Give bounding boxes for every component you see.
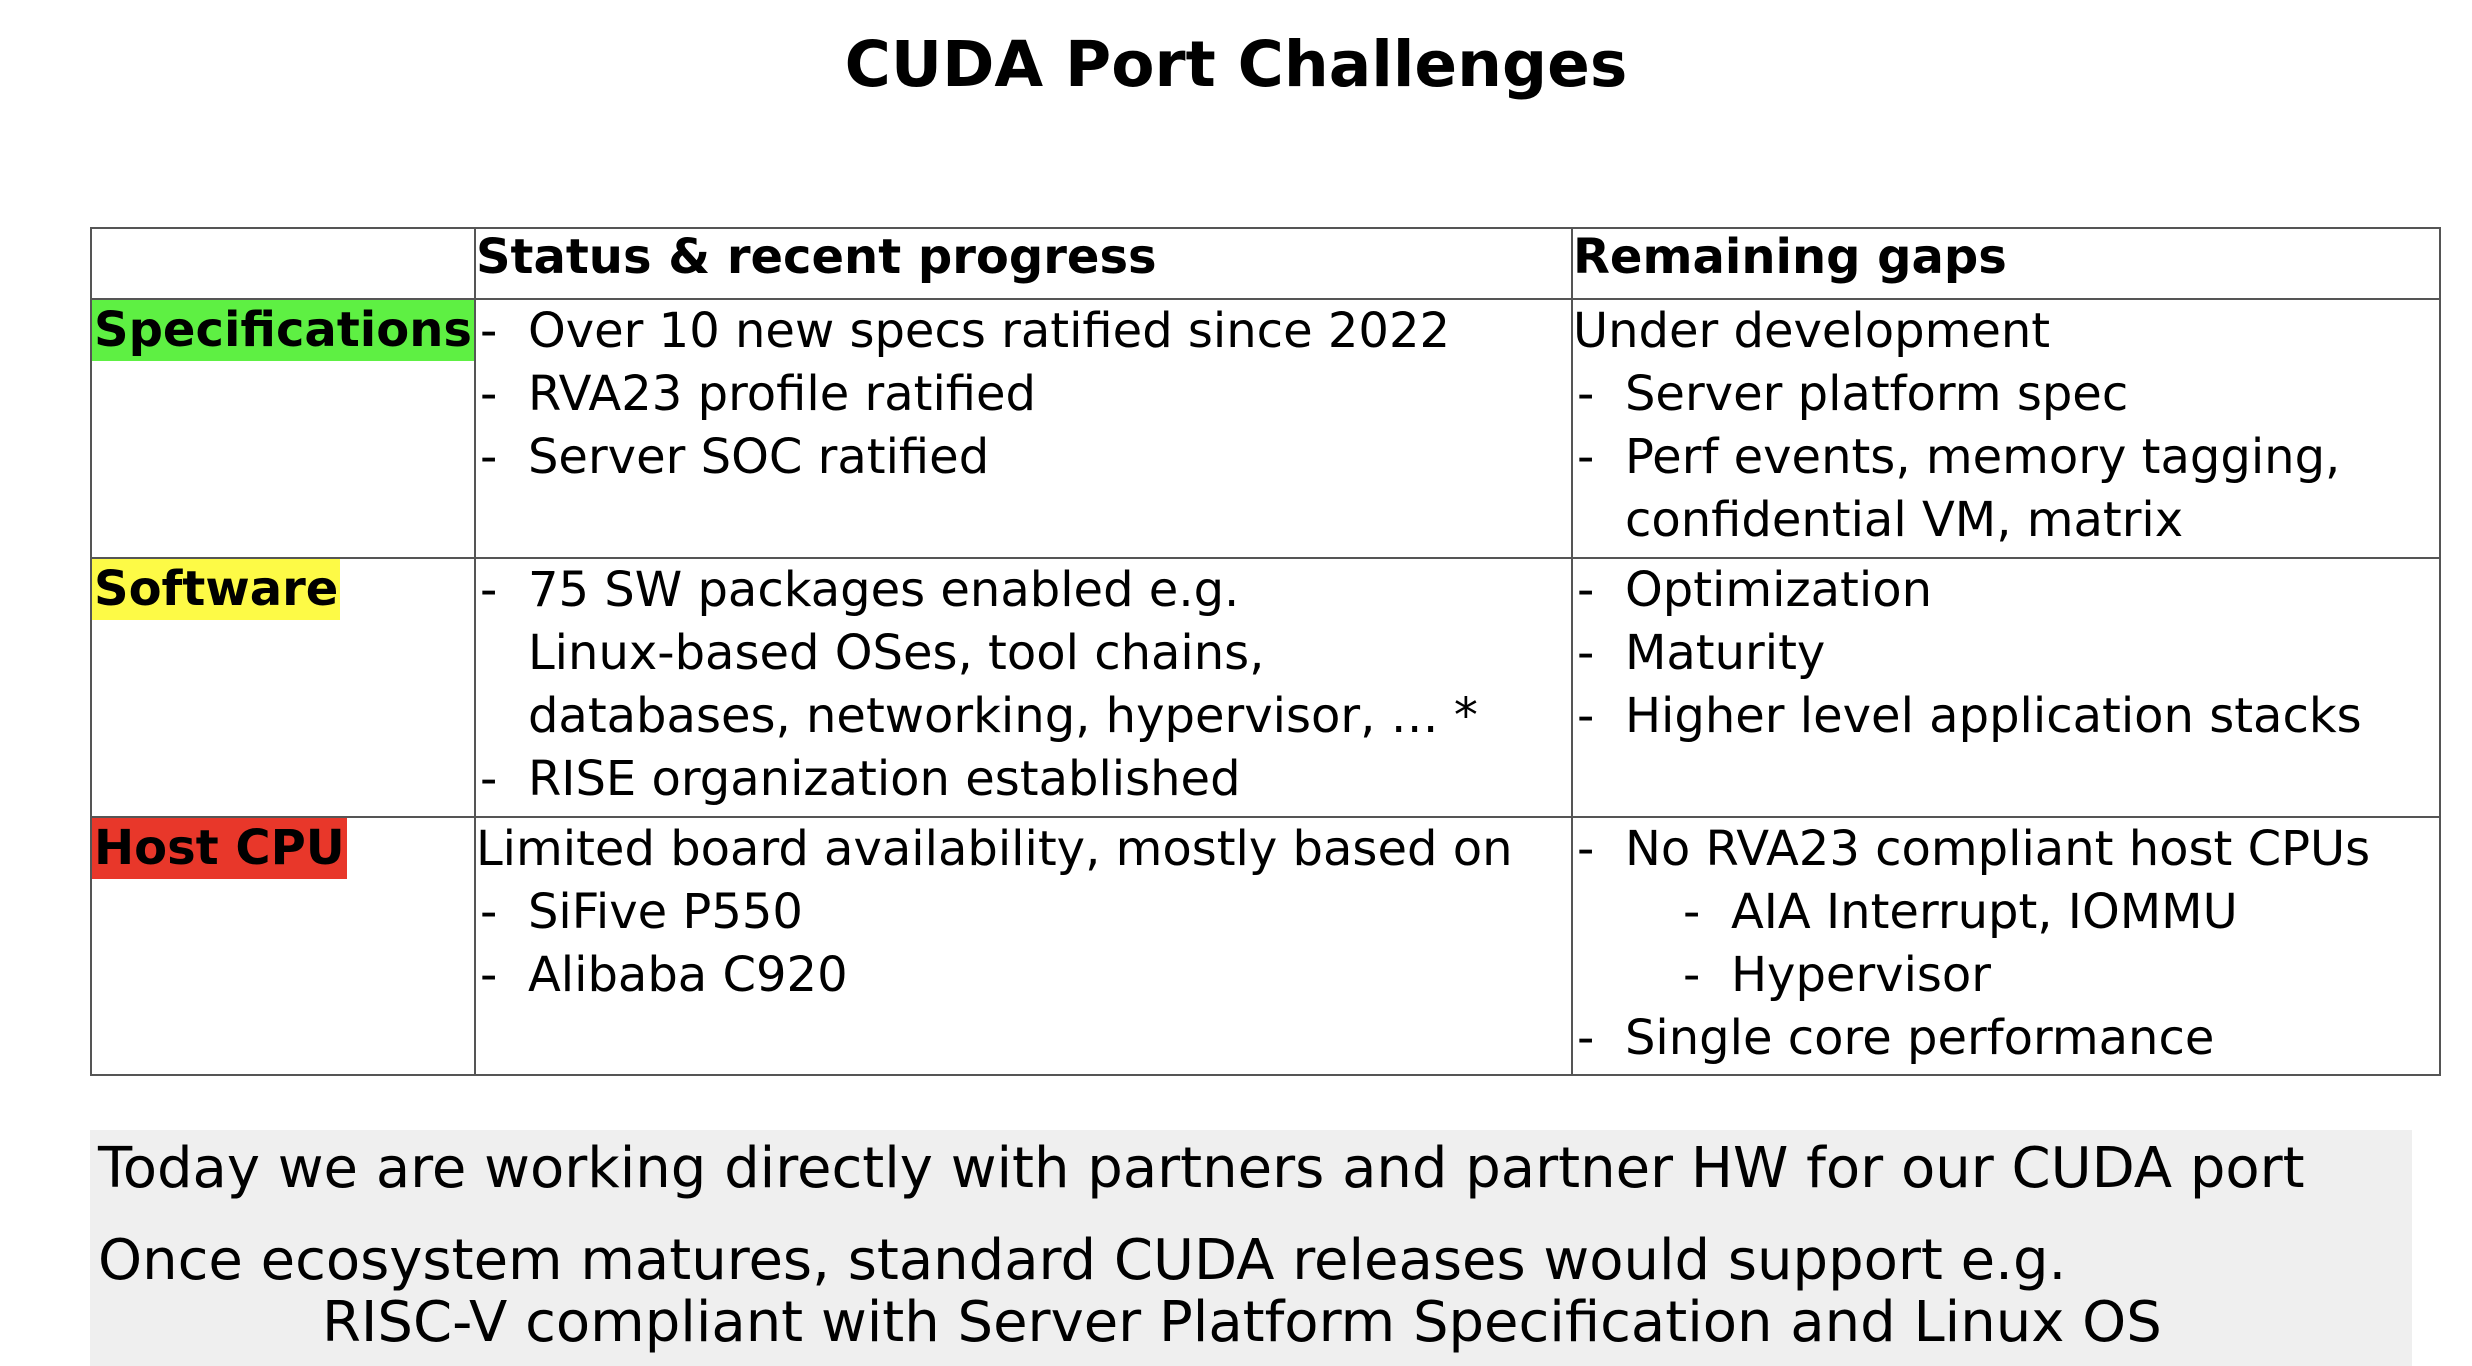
gaps-cell: No RVA23 compliant host CPUs AIA Interru… (1570, 816, 2441, 1076)
challenges-table: Status & recent progress Remaining gaps … (90, 227, 2441, 1076)
gap-item: Perf events, memory tagging, (1573, 426, 2439, 489)
gap-subitem: AIA Interrupt, IOMMU (1573, 881, 2439, 944)
status-item-continuation: databases, networking, hypervisor, … * (527, 688, 1478, 744)
host-cpu-label: Host CPU (92, 818, 347, 879)
gap-item: Higher level application stacks (1573, 685, 2439, 748)
software-label: Software (92, 559, 341, 620)
summary-box: Today we are working directly with partn… (90, 1130, 2412, 1366)
gaps-intro: Under development (1572, 303, 2051, 359)
slide-title: CUDA Port Challenges (844, 28, 1628, 101)
status-cell: Over 10 new specs ratified since 2022 RV… (473, 298, 1573, 559)
table-row: Specifications Over 10 new specs ratifie… (90, 298, 2441, 559)
table-row: Host CPU Limited board availability, mos… (90, 816, 2441, 1076)
status-intro: Limited board availability, mostly based… (475, 821, 1513, 877)
gap-item-continuation: confidential VM, matrix (1624, 492, 2184, 548)
gap-item: Server platform spec (1573, 363, 2439, 426)
header-empty (90, 227, 476, 300)
gap-item: Maturity (1573, 622, 2439, 685)
row-label-cell: Software (90, 557, 476, 818)
row-label-cell: Host CPU (90, 816, 476, 1076)
status-item: Alibaba C920 (476, 944, 1571, 1007)
status-item: Over 10 new specs ratified since 2022 (476, 300, 1571, 363)
header-status: Status & recent progress (473, 227, 1573, 300)
table-row: Software 75 SW packages enabled e.g. Lin… (90, 557, 2441, 818)
status-item: 75 SW packages enabled e.g. (476, 559, 1571, 622)
status-item: RVA23 profile ratified (476, 363, 1571, 426)
table-header-row: Status & recent progress Remaining gaps (90, 227, 2441, 300)
status-item: RISE organization established (476, 748, 1571, 811)
summary-line: Today we are working directly with partn… (98, 1136, 2305, 1201)
status-cell: 75 SW packages enabled e.g. Linux-based … (473, 557, 1573, 818)
gaps-cell: Optimization Maturity Higher level appli… (1570, 557, 2441, 818)
summary-line: Once ecosystem matures, standard CUDA re… (98, 1228, 2067, 1293)
specifications-label: Specifications (92, 300, 474, 361)
summary-line-indented: RISC-V compliant with Server Platform Sp… (322, 1290, 2162, 1355)
header-gaps: Remaining gaps (1570, 227, 2441, 300)
gaps-cell: Under development Server platform spec P… (1570, 298, 2441, 559)
status-item-continuation: Linux-based OSes, tool chains, (527, 625, 1265, 681)
status-item: Server SOC ratified (476, 426, 1571, 489)
gap-item: Optimization (1573, 559, 2439, 622)
status-cell: Limited board availability, mostly based… (473, 816, 1573, 1076)
row-label-cell: Specifications (90, 298, 476, 559)
gap-subitem: Hypervisor (1573, 944, 2439, 1007)
gap-item: No RVA23 compliant host CPUs (1573, 818, 2439, 881)
status-item: SiFive P550 (476, 881, 1571, 944)
gap-item: Single core performance (1573, 1007, 2439, 1070)
